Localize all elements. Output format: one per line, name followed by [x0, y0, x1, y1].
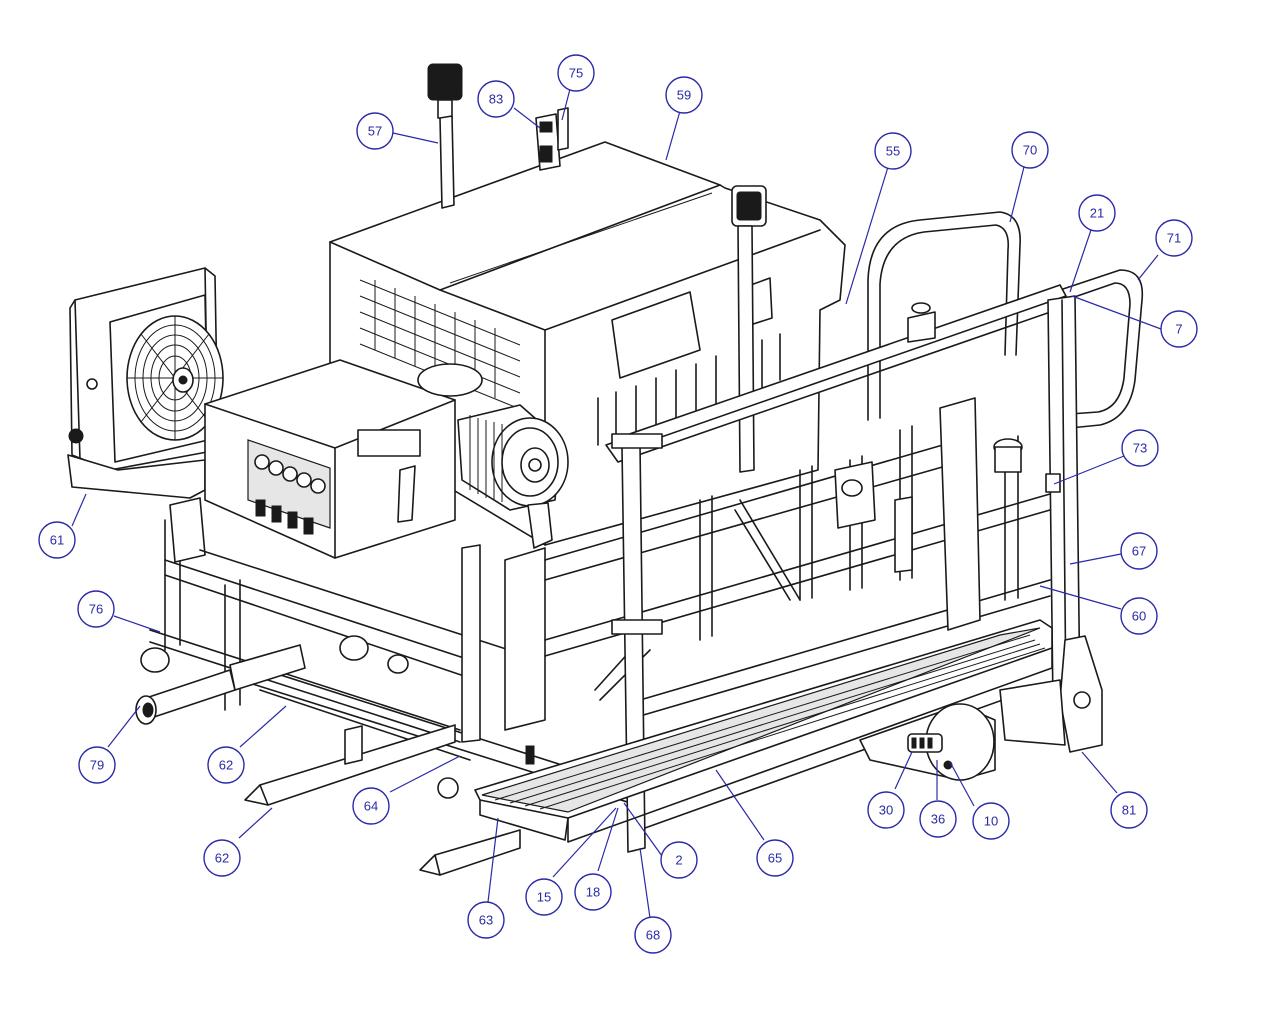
top-bracket — [535, 107, 569, 171]
svg-text:57: 57 — [368, 124, 382, 139]
svg-text:68: 68 — [646, 928, 660, 943]
radiator — [67, 267, 224, 499]
svg-text:15: 15 — [537, 890, 551, 905]
hydraulic-cylinder — [135, 644, 306, 725]
callout-18: 18 — [574, 873, 612, 911]
air-filter — [417, 363, 569, 549]
svg-text:21: 21 — [1090, 206, 1104, 221]
svg-text:7: 7 — [1175, 322, 1182, 337]
svg-text:70: 70 — [1023, 143, 1037, 158]
svg-text:76: 76 — [89, 602, 103, 617]
callout-62: 62 — [203, 839, 241, 877]
callout-55: 55 — [874, 132, 912, 170]
callout-59: 59 — [665, 76, 703, 114]
callout-62: 62 — [207, 746, 245, 784]
svg-text:67: 67 — [1132, 544, 1146, 559]
callout-65: 65 — [756, 839, 794, 877]
svg-text:83: 83 — [489, 92, 503, 107]
svg-text:59: 59 — [677, 88, 691, 103]
callout-60: 60 — [1120, 597, 1158, 635]
end-plate — [999, 635, 1103, 753]
svg-text:55: 55 — [886, 144, 900, 159]
callout-30: 30 — [867, 791, 905, 829]
machine-linework — [67, 63, 1144, 876]
svg-text:18: 18 — [586, 885, 600, 900]
svg-text:62: 62 — [219, 758, 233, 773]
callout-76: 76 — [77, 590, 115, 628]
work-light-left — [427, 63, 463, 209]
callout-63: 63 — [467, 901, 505, 939]
misc-parts — [339, 302, 1023, 799]
svg-text:64: 64 — [364, 799, 378, 814]
callout-64: 64 — [352, 787, 390, 825]
radiator-fan — [126, 315, 224, 441]
svg-text:65: 65 — [768, 851, 782, 866]
callout-81: 81 — [1110, 791, 1148, 829]
svg-text:2: 2 — [675, 853, 682, 868]
callout-70: 70 — [1011, 131, 1049, 169]
svg-text:75: 75 — [569, 66, 583, 81]
callout-10: 10 — [972, 802, 1010, 840]
callout-2: 2 — [660, 841, 698, 879]
svg-text:60: 60 — [1132, 609, 1146, 624]
step-tread — [474, 619, 1053, 843]
callout-7: 7 — [1160, 310, 1198, 348]
svg-text:36: 36 — [931, 812, 945, 827]
callout-61: 61 — [38, 521, 76, 559]
callout-75: 75 — [557, 54, 595, 92]
svg-text:79: 79 — [90, 758, 104, 773]
svg-text:71: 71 — [1167, 231, 1181, 246]
callout-73: 73 — [1121, 429, 1159, 467]
valve-stack — [247, 439, 331, 535]
callout-67: 67 — [1120, 532, 1158, 570]
leader-lines — [71, 88, 1162, 919]
callout-68: 68 — [634, 916, 672, 954]
valve-box — [204, 359, 456, 559]
callout-21: 21 — [1078, 194, 1116, 232]
svg-text:30: 30 — [879, 803, 893, 818]
callout-83: 83 — [477, 80, 515, 118]
svg-text:73: 73 — [1133, 441, 1147, 456]
callout-balloons: 57 83 75 59 55 70 21 71 7 73 67 60 61 76… — [38, 54, 1198, 954]
callout-36: 36 — [919, 800, 957, 838]
enclosure-louvres — [359, 279, 521, 410]
callout-57: 57 — [356, 112, 394, 150]
svg-text:63: 63 — [479, 913, 493, 928]
callout-79: 79 — [78, 746, 116, 784]
svg-text:10: 10 — [984, 814, 998, 829]
svg-text:81: 81 — [1122, 803, 1136, 818]
drum-motor — [859, 703, 996, 781]
callout-15: 15 — [525, 878, 563, 916]
callout-71: 71 — [1155, 219, 1193, 257]
svg-text:61: 61 — [50, 533, 64, 548]
svg-text:62: 62 — [215, 851, 229, 866]
